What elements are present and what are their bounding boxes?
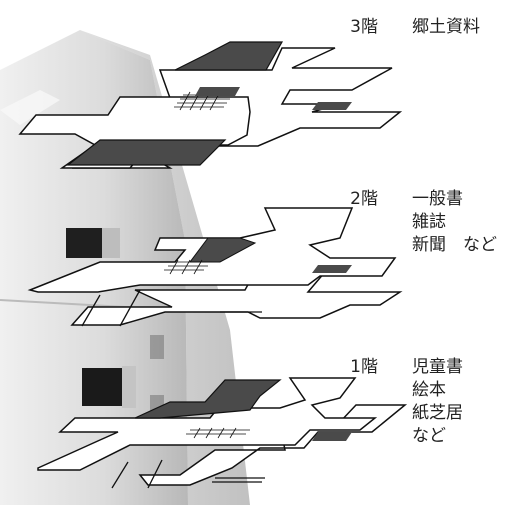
floor-3-plan (18, 41, 403, 169)
floor-2-content-1: 一般書 (412, 189, 463, 209)
shaded-area-1f (134, 379, 282, 419)
floor-1-content-4: など (412, 426, 446, 446)
floor-1-content-2: 絵本 (412, 380, 446, 400)
floor-2-content-2: 雑誌 (412, 212, 446, 232)
shaded-area-3f-bottom (66, 139, 227, 166)
floor-2-number: 2階 (350, 189, 378, 209)
floor-1-number: 1階 (350, 357, 378, 377)
building-window-2f (66, 228, 106, 258)
shaded-area-3f-top (174, 41, 284, 71)
floor-2-contents: 一般書 雑誌 新聞 など (412, 188, 497, 257)
shaded-area-2f (189, 237, 257, 263)
floor-1-plan (37, 377, 408, 489)
floor-3-contents: 郷土資料 (412, 16, 480, 39)
floor-2-plan (27, 207, 403, 326)
floor-1-content-3: 紙芝居 (412, 403, 463, 423)
floor-1-content-1: 児童書 (412, 357, 463, 377)
floor-1-contents: 児童書 絵本 紙芝居 など (412, 356, 463, 448)
floor-2-supports (81, 289, 262, 327)
floor-3-number: 3階 (350, 17, 378, 37)
building-window-1f (82, 368, 126, 406)
floor-3-content-1: 郷土資料 (412, 17, 480, 37)
floor-2-content-3: 新聞 など (412, 235, 497, 255)
